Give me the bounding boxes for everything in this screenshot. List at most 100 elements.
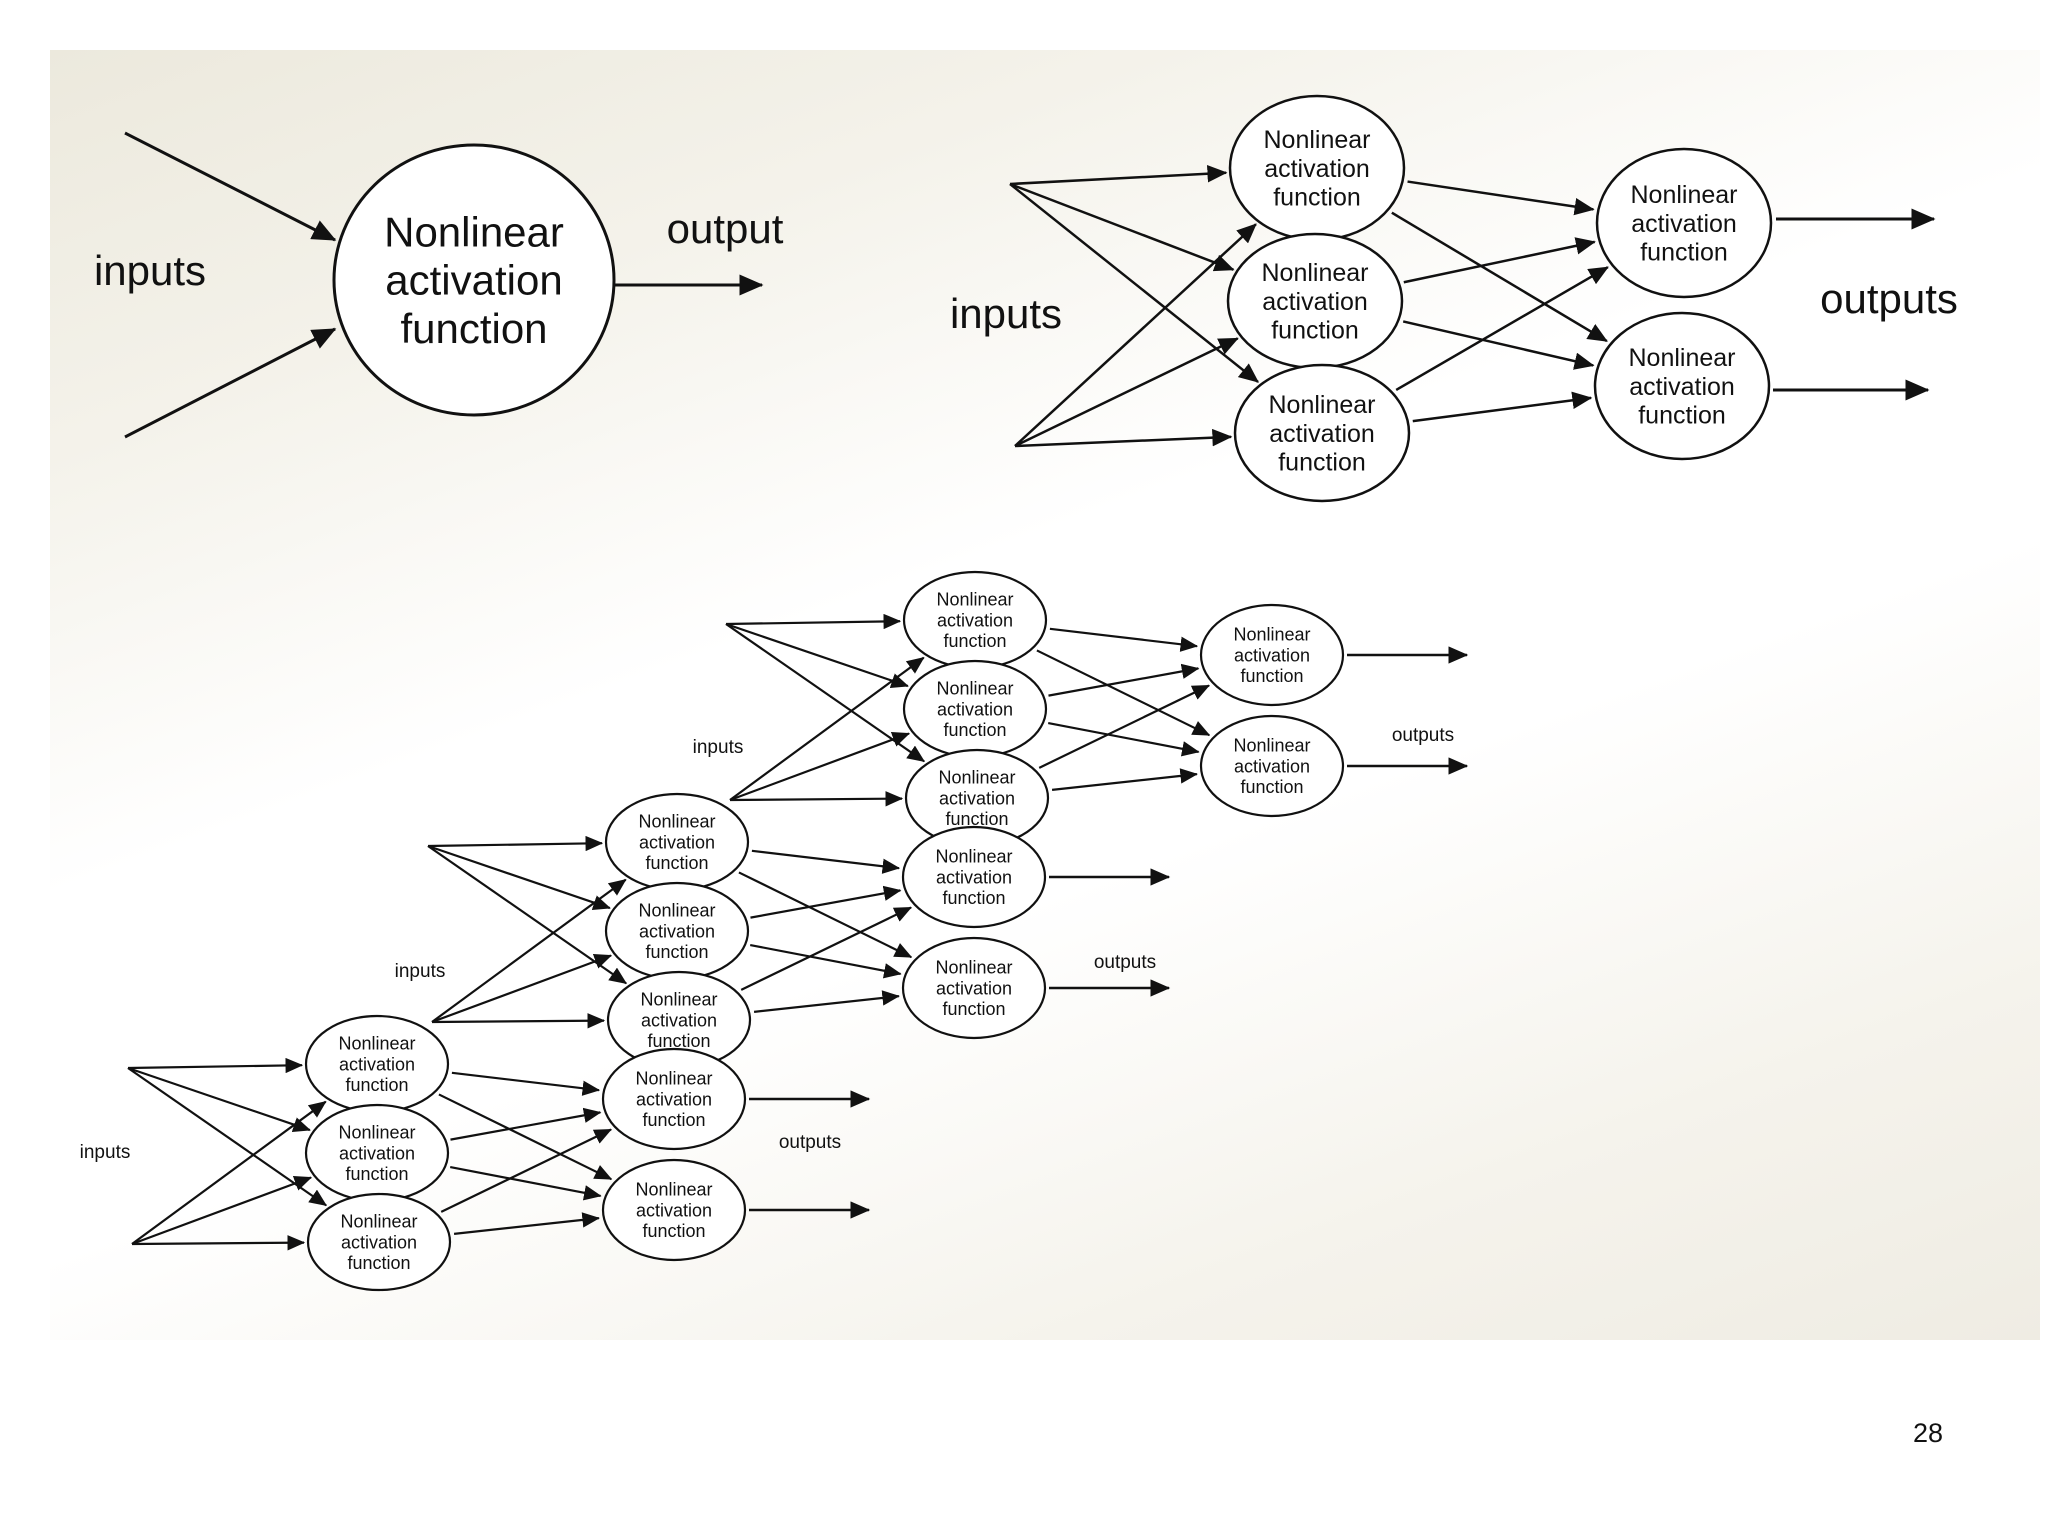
node-label-line: function	[345, 1164, 408, 1184]
activation-node	[1595, 147, 1773, 299]
connection-arrow	[753, 990, 900, 1013]
connection-arrow	[127, 1057, 304, 1074]
connection-arrow	[1036, 649, 1211, 737]
node-label-line: function	[1240, 777, 1303, 797]
connection-arrow	[751, 849, 901, 874]
node-label-line: function	[943, 720, 1006, 740]
connection-arrow	[127, 1066, 311, 1133]
node-label-line: activation	[639, 832, 715, 852]
node-label-line: Nonlinear	[1261, 259, 1368, 287]
connection-arrow	[725, 623, 926, 763]
connection-arrow	[1412, 391, 1593, 423]
activation-node	[1199, 603, 1345, 707]
node-label-line: function	[1240, 666, 1303, 686]
node-label-line: Nonlinear	[1263, 126, 1370, 154]
node-label-line: function	[1273, 184, 1361, 212]
inputs-label: inputs	[950, 290, 1062, 337]
activation-node	[601, 1047, 747, 1151]
node-label-line: Nonlinear	[1233, 625, 1310, 645]
connection-arrow	[1395, 266, 1609, 392]
connection-arrow	[1407, 180, 1595, 216]
node-label-line: Nonlinear	[1233, 736, 1310, 756]
node-label-line: function	[645, 942, 708, 962]
connection-arrow	[1038, 684, 1211, 769]
node-label-line: Nonlinear	[638, 812, 715, 832]
node-label-line: Nonlinear	[640, 990, 717, 1010]
connection-arrow	[427, 844, 611, 911]
node-label-line: Nonlinear	[638, 901, 715, 921]
connection-arrow	[1402, 320, 1595, 370]
connection-arrow	[1051, 768, 1198, 791]
connection-arrow	[750, 943, 902, 979]
node-label-line: activation	[1631, 210, 1737, 238]
connection-arrow	[725, 613, 902, 630]
connection-arrow	[431, 878, 627, 1023]
node-label-line: activation	[939, 788, 1015, 808]
connection-arrow	[450, 1165, 602, 1201]
node-label-line: activation	[639, 921, 715, 941]
connection-arrow	[725, 622, 909, 689]
node-label-line: activation	[937, 699, 1013, 719]
activation-node	[601, 1158, 747, 1262]
node-label-line: activation	[1234, 756, 1310, 776]
node-label-line: activation	[936, 867, 1012, 887]
node-label-line: function	[642, 1221, 705, 1241]
node-label-line: activation	[636, 1200, 712, 1220]
node-label-line: Nonlinear	[1628, 344, 1735, 372]
connection-arrow	[1048, 663, 1200, 697]
node-label-line: activation	[385, 257, 562, 304]
node-label-line: activation	[339, 1054, 415, 1074]
node-label-line: function	[400, 305, 547, 352]
connection-arrow	[427, 835, 604, 852]
inputs-label: inputs	[80, 1142, 131, 1163]
connection-arrow	[131, 1100, 327, 1245]
node-label-line: Nonlinear	[635, 1069, 712, 1089]
node-label-line: activation	[1234, 645, 1310, 665]
connection-arrow	[1014, 428, 1233, 448]
connection-arrow	[729, 656, 925, 801]
connection-arrow	[451, 1071, 601, 1096]
inputs-label: inputs	[395, 961, 446, 982]
connection-arrow	[729, 791, 904, 807]
connection-arrow	[738, 871, 913, 959]
node-label-line: function	[645, 853, 708, 873]
inputs-label: inputs	[693, 737, 744, 758]
connection-arrow	[1009, 164, 1228, 186]
node-label-line: function	[943, 631, 1006, 651]
node-label-line: function	[345, 1075, 408, 1095]
connection-arrow	[1009, 183, 1259, 383]
node-label-line: activation	[936, 978, 1012, 998]
connection-arrow	[438, 1093, 613, 1181]
activation-node	[901, 825, 1047, 929]
node-label-line: function	[347, 1253, 410, 1273]
node-label-line: Nonlinear	[1630, 181, 1737, 209]
node-label-line: Nonlinear	[938, 768, 1015, 788]
node-label-line: activation	[1269, 420, 1375, 448]
node-label-line: activation	[1262, 288, 1368, 316]
connections	[124, 131, 1936, 1251]
connection-arrow	[453, 1212, 600, 1235]
node-label-line: activation	[636, 1089, 712, 1109]
node-label-line: Nonlinear	[635, 1180, 712, 1200]
connection-arrow	[1403, 237, 1596, 284]
node-label-line: function	[1271, 317, 1359, 345]
node-label-line: Nonlinear	[936, 590, 1013, 610]
node-label-line: Nonlinear	[935, 958, 1012, 978]
connection-arrow	[450, 1107, 602, 1141]
activation-node	[306, 1192, 452, 1292]
node-label-line: function	[1640, 239, 1728, 267]
node-label-line: function	[1638, 402, 1726, 430]
connection-arrow	[431, 954, 613, 1024]
connection-arrow	[1014, 337, 1239, 448]
connection-arrow	[124, 131, 337, 242]
node-label-line: function	[1278, 449, 1366, 477]
node-label-line: function	[942, 888, 1005, 908]
connection-arrow	[1049, 627, 1199, 652]
connection-arrow	[127, 1067, 328, 1207]
output-label: output	[667, 205, 784, 252]
node-label-line: Nonlinear	[338, 1123, 415, 1143]
activation-node	[1199, 714, 1345, 818]
node-label-line: function	[942, 999, 1005, 1019]
nodes: NonlinearactivationfunctionNonlinearacti…	[304, 94, 1773, 1292]
